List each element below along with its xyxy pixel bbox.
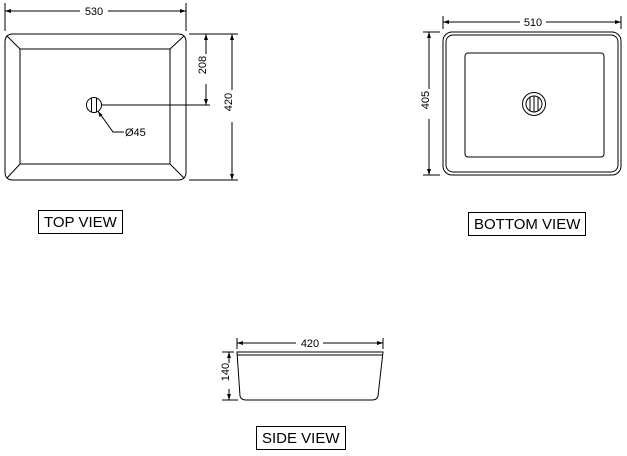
side-view-drawing xyxy=(222,338,384,401)
top-view-basin-bowl xyxy=(19,48,171,165)
top-view-rim-corner-bl xyxy=(6,163,21,179)
top-view-rim-corner-tr xyxy=(169,35,185,50)
top-view-width-dimension: 530 xyxy=(85,6,103,18)
side-view-width-dimension: 420 xyxy=(301,338,319,350)
side-view-profile xyxy=(236,351,384,401)
bottom-view-depth-dimension: 405 xyxy=(420,91,432,109)
top-view-drain-offset-dimension: 208 xyxy=(197,56,209,74)
top-view-depth-dimension: 420 xyxy=(223,93,235,111)
top-view-drain-leader xyxy=(97,110,124,133)
bottom-view-outer-inner-line xyxy=(445,34,619,173)
top-view-drawing xyxy=(4,3,238,181)
side-view-height-dimension: 140 xyxy=(220,363,232,381)
bottom-view-drain-fitting xyxy=(522,92,546,116)
top-view-drain-diameter-dimension: Ø45 xyxy=(125,127,146,139)
top-view-label: TOP VIEW xyxy=(38,210,123,234)
dimension-arrowheads xyxy=(5,9,621,400)
top-view-rim-corner-br xyxy=(169,163,185,179)
bottom-view-label: BOTTOM VIEW xyxy=(468,212,587,236)
bottom-view-base-panel xyxy=(464,52,605,158)
top-view-drain-hole xyxy=(86,97,102,113)
bottom-view-drawing xyxy=(423,16,622,176)
top-view-rim-corner-tl xyxy=(6,35,21,50)
top-view-basin-outline xyxy=(4,33,187,181)
bottom-view-outer-outline xyxy=(442,31,622,176)
side-view-label: SIDE VIEW xyxy=(256,426,346,450)
bottom-view-width-dimension: 510 xyxy=(524,17,542,29)
